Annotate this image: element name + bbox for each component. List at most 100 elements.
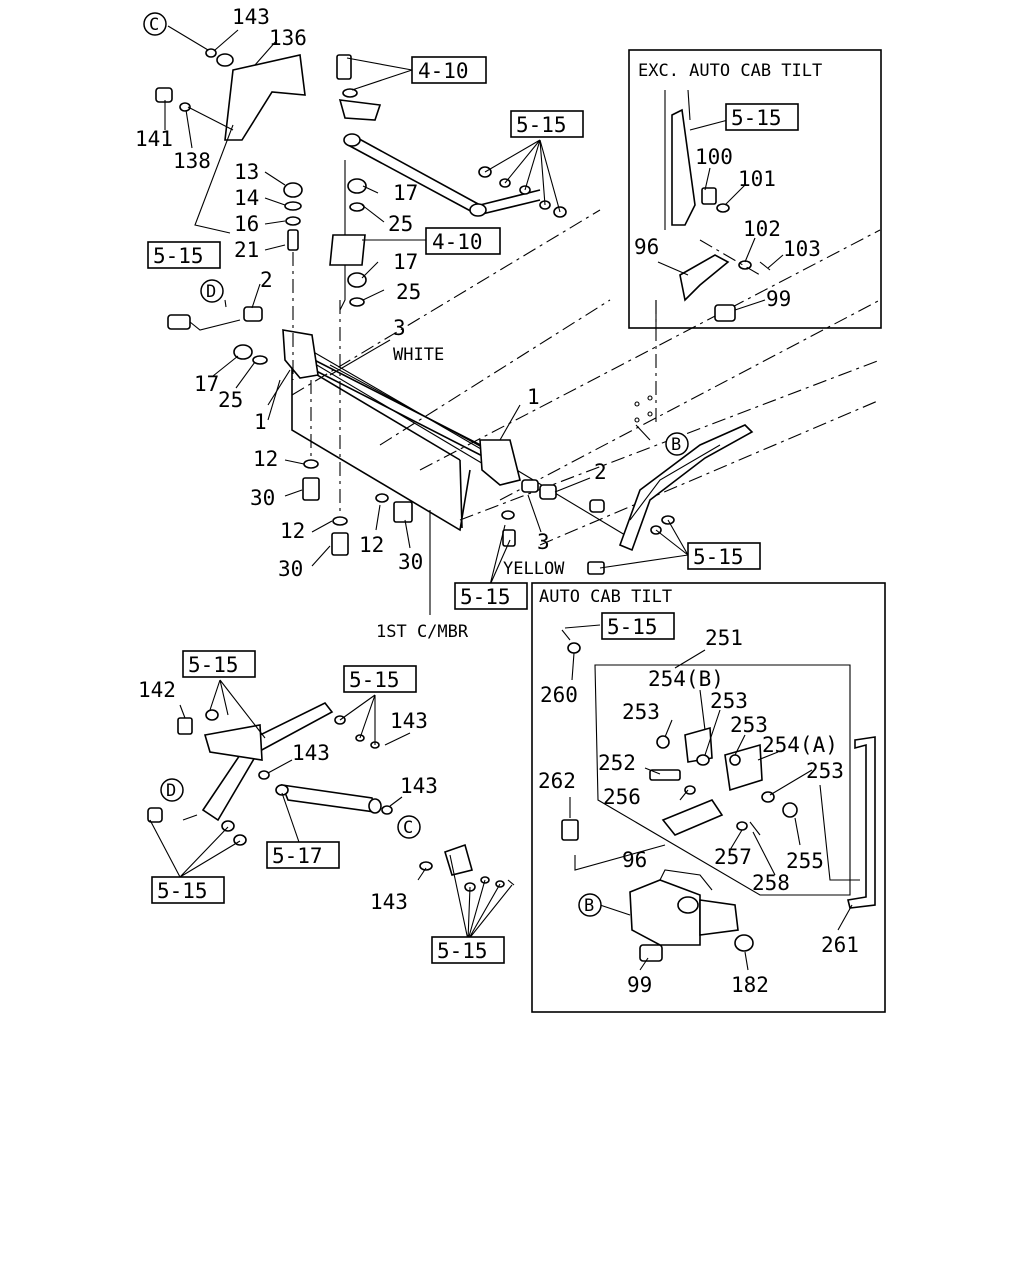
svg-text:5-15: 5-15 (437, 939, 488, 963)
tilt-motor-unit (629, 869, 754, 962)
rod-end-fasteners (478, 166, 567, 218)
marker-c-top: C (143, 12, 167, 36)
callout-25: 25 (396, 280, 421, 304)
svg-text:D: D (206, 282, 216, 302)
callout-252: 252 (598, 751, 636, 775)
callout-255: 255 (786, 849, 824, 873)
callout-257: 257 (714, 845, 752, 869)
marker-d-lower: D (160, 778, 184, 802)
ref-box-5-15-lower-mid: 5-15 (431, 936, 505, 964)
callout-2: 2 (260, 268, 273, 292)
ref-box-5-15-lever: 5-15 (687, 542, 761, 570)
callout-96: 96 (622, 848, 647, 872)
callout-102: 102 (743, 217, 781, 241)
tilt-lever-linkage (147, 701, 334, 846)
callout-25: 25 (388, 212, 413, 236)
svg-text:4-10: 4-10 (432, 230, 483, 254)
callout-17: 17 (393, 181, 418, 205)
callout-12: 12 (280, 519, 305, 543)
svg-text:C: C (403, 818, 413, 838)
ref-box-5-15-lower-left: 5-15 (151, 876, 225, 904)
callout-14: 14 (234, 186, 259, 210)
note-white: WHITE (393, 345, 444, 365)
callout-182: 182 (731, 973, 769, 997)
callout-141: 141 (135, 127, 173, 151)
inset-exc-auto-cab-tilt-frame (628, 49, 882, 329)
svg-text:4-10: 4-10 (418, 59, 469, 83)
callout-1: 1 (254, 410, 267, 434)
callout-100: 100 (695, 145, 733, 169)
svg-text:C: C (149, 15, 159, 35)
ref-box-5-15-yellow: 5-15 (454, 582, 528, 610)
stud-stack (283, 182, 303, 380)
ref-box-5-15-rod: 5-15 (510, 110, 584, 138)
svg-text:5-15: 5-15 (607, 615, 658, 639)
bracket-136 (155, 48, 306, 141)
callout-99: 99 (766, 287, 791, 311)
svg-text:5-15: 5-15 (349, 668, 400, 692)
callout-143: 143 (370, 890, 408, 914)
callout-258: 258 (752, 871, 790, 895)
svg-text:B: B (671, 435, 681, 455)
callout-12: 12 (359, 533, 384, 557)
svg-text:B: B (584, 896, 594, 916)
callout-3: 3 (537, 530, 550, 554)
inset-auto-cab-tilt-frame (531, 582, 886, 1013)
callout-143: 143 (390, 709, 428, 733)
leader-lines (149, 25, 860, 971)
marker-b-right: B (665, 432, 689, 456)
callout-96: 96 (634, 235, 659, 259)
callout-30: 30 (398, 550, 423, 574)
callout-136: 136 (269, 26, 307, 50)
callout-101: 101 (738, 167, 776, 191)
callout-254a: 254(A) (762, 733, 838, 757)
callout-21: 21 (234, 238, 259, 262)
svg-text:5-15: 5-15 (516, 113, 567, 137)
callout-30: 30 (278, 557, 303, 581)
svg-text:D: D (166, 781, 176, 801)
callout-261: 261 (821, 933, 859, 957)
ref-box-5-17: 5-17 (266, 841, 340, 869)
part-callouts: 143 136 141 138 13 14 16 21 17 25 17 25 … (135, 5, 859, 997)
callout-3: 3 (393, 316, 406, 340)
svg-text:5-17: 5-17 (272, 844, 323, 868)
inset-auto-cab-tilt-title: AUTO CAB TILT (539, 587, 672, 607)
marker-c-lower: C (397, 815, 421, 839)
callout-256: 256 (603, 785, 641, 809)
ref-box-5-15-cylinder: 5-15 (343, 665, 417, 693)
svg-text:5-15: 5-15 (188, 653, 239, 677)
marker-b-inset: B (578, 893, 602, 917)
callout-251: 251 (705, 626, 743, 650)
ref-box-5-15-auto: 5-15 (601, 612, 675, 640)
callout-25: 25 (218, 388, 243, 412)
callout-12: 12 (253, 447, 278, 471)
callout-17: 17 (393, 250, 418, 274)
callout-262: 262 (538, 769, 576, 793)
lower-bolts (302, 300, 516, 556)
nuts-and-washers (167, 178, 367, 365)
callout-253: 253 (806, 759, 844, 783)
upper-link-rod (329, 54, 541, 311)
ref-box-4-10-top: 4-10 (411, 56, 487, 84)
callout-103: 103 (783, 237, 821, 261)
callout-17: 17 (194, 372, 219, 396)
note-yellow: YELLOW (503, 559, 565, 579)
callout-16: 16 (234, 212, 259, 236)
svg-text:5-15: 5-15 (731, 106, 782, 130)
inset-exc-auto-cab-tilt-title: EXC. AUTO CAB TILT (638, 61, 822, 81)
callout-143: 143 (400, 774, 438, 798)
callout-1: 1 (527, 385, 540, 409)
callout-13: 13 (234, 160, 259, 184)
callout-30: 30 (250, 486, 275, 510)
svg-text:5-15: 5-15 (460, 585, 511, 609)
callout-142: 142 (138, 678, 176, 702)
callout-253: 253 (730, 713, 768, 737)
callout-260: 260 (540, 683, 578, 707)
ref-box-5-15-exc: 5-15 (725, 103, 799, 131)
tilt-cable-assembly (243, 306, 626, 536)
ref-box-4-10-mid: 4-10 (425, 227, 501, 255)
ref-box-5-15-left: 5-15 (147, 241, 221, 269)
callout-99: 99 (627, 973, 652, 997)
svg-text:5-15: 5-15 (157, 879, 208, 903)
